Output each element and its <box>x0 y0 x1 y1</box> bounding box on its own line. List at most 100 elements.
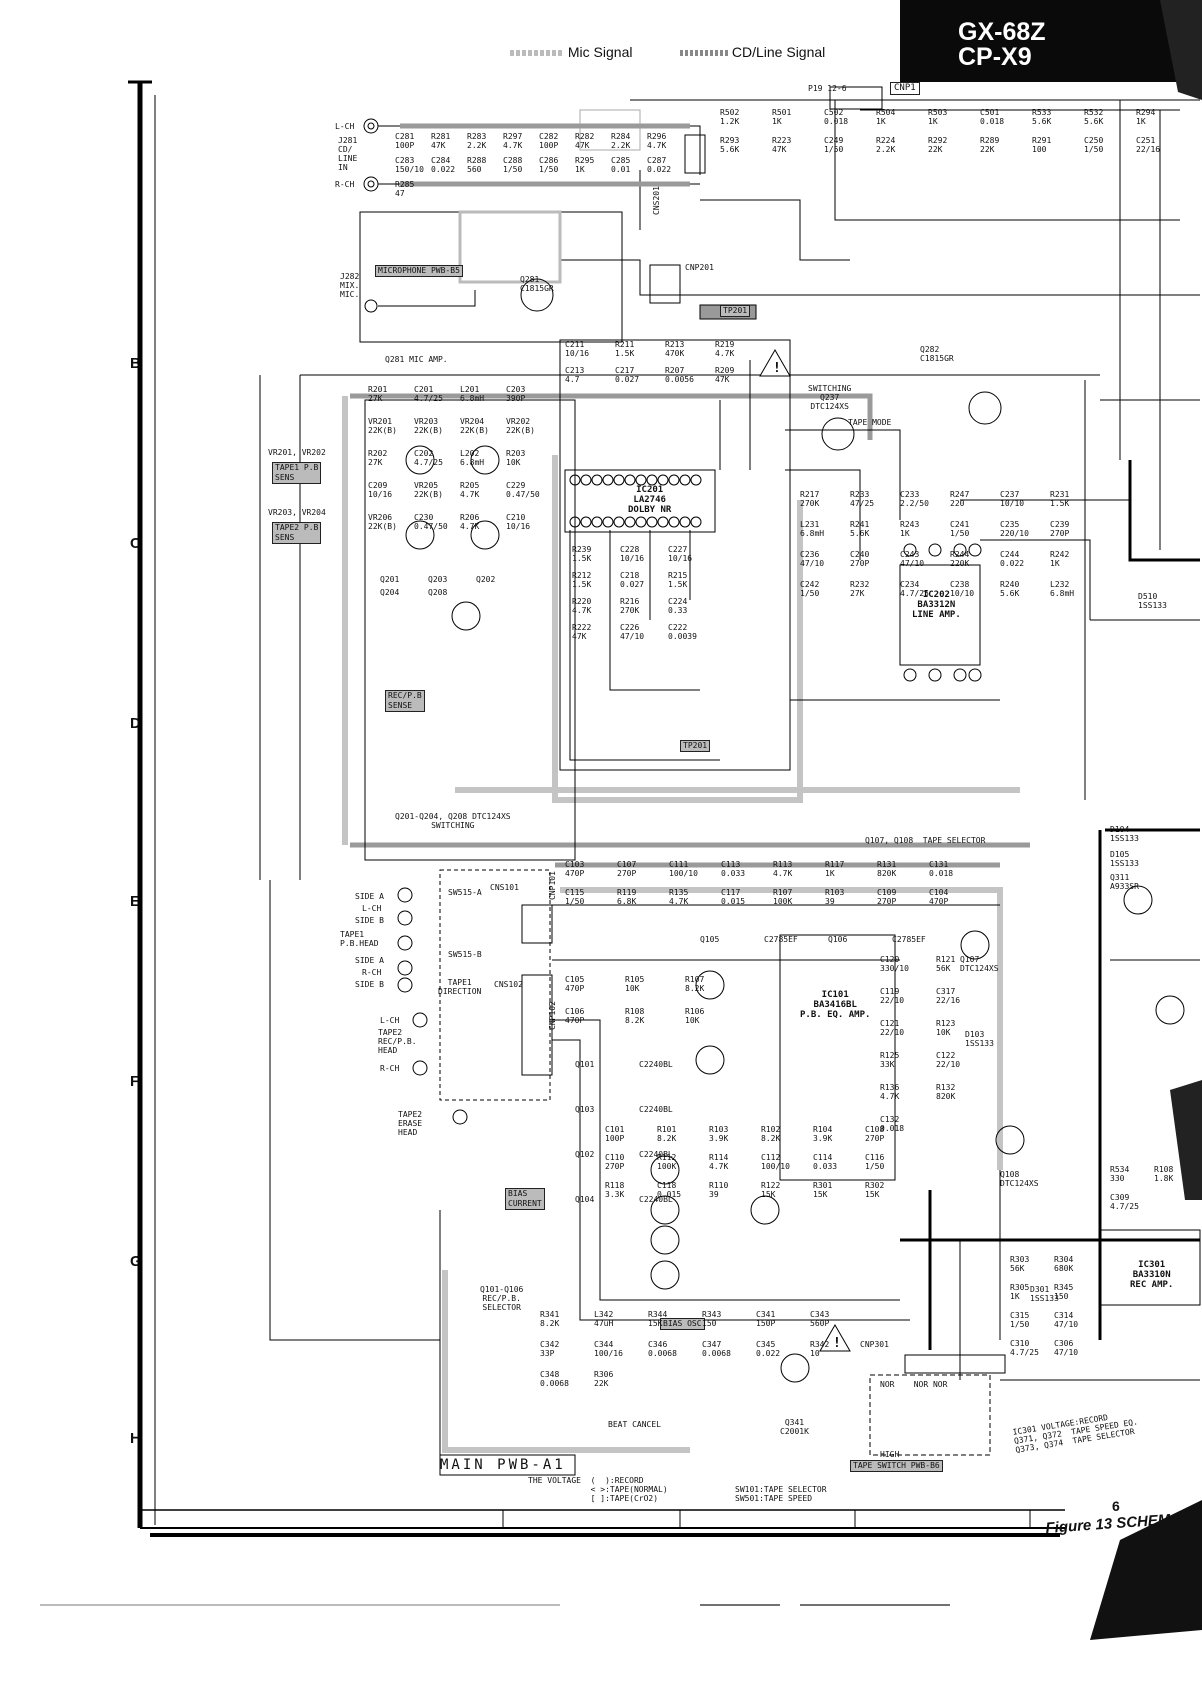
diode-label: 1SS133 <box>1030 1294 1059 1303</box>
switches-note: SW101:TAPE SELECTOR SW501:TAPE SPEED <box>735 1485 827 1503</box>
row-label-d: D <box>130 715 141 732</box>
component-value: C120 330/10 <box>880 955 909 973</box>
tape2-erase-head: TAPE2 ERASE HEAD <box>398 1110 423 1137</box>
component-value: C283 150/10 <box>395 156 424 174</box>
component-value: R284 2.2K <box>611 132 631 150</box>
transistor-label: C2240BL <box>639 1150 673 1159</box>
component-value: R135 4.7K <box>669 888 689 906</box>
component-value: C234 4.7/25 <box>900 580 929 598</box>
q237-label: SWITCHING Q237 DTC124XS <box>808 384 852 411</box>
component-value: R504 1K <box>876 108 896 126</box>
components-top-grid: C281 100P R281 47K R283 2.2K R297 4.7K C… <box>395 132 685 198</box>
component-value: R123 10K <box>936 1019 956 1037</box>
component-value: C345 0.022 <box>756 1340 781 1358</box>
component-value: R103 3.9K <box>709 1125 729 1143</box>
components-bottom-left-grid: C105 470P R105 10K R107 8.2K C106 470P R… <box>565 975 765 1025</box>
ic202-label: IC202 BA3312N LINE AMP. <box>912 590 961 620</box>
rec-pb-sense: REC/P.B SENSE <box>385 690 425 712</box>
connector-cns102: CNS102 <box>494 980 523 989</box>
component-value: C314 47/10 <box>1054 1311 1079 1329</box>
bias-osc-label: BIAS OSC <box>660 1318 705 1330</box>
component-value: R224 2.2K <box>876 136 896 154</box>
component-value: R343 150 <box>702 1310 722 1328</box>
diode-d105: D105 1SS133 <box>1110 850 1170 868</box>
transistor-label: C1815GR <box>520 284 554 293</box>
components-ic201-grid: R239 1.5K C228 10/16 C227 10/16 R212 1.5… <box>572 545 722 641</box>
component-value: C213 4.7 <box>565 366 585 384</box>
q201-q204-label: Q201-Q204, Q208 DTC124XS SWITCHING <box>395 812 511 830</box>
component-value: C203 390P <box>506 385 526 403</box>
component-value: R203 10K <box>506 449 526 467</box>
component-value: R122 15K <box>761 1181 781 1199</box>
component-value: C218 0.027 <box>620 571 645 589</box>
transistor-q107: Q107 DTC124XS <box>960 955 1020 973</box>
component-value: R247 220 <box>950 490 970 508</box>
component-value: R241 5.6K <box>850 520 870 538</box>
transistor-label: C1815GR <box>920 354 954 363</box>
tape-selector-label: Q107, Q108 TAPE SELECTOR <box>865 836 986 845</box>
component-value: R102 8.2K <box>761 1125 781 1143</box>
components-mid-left-grid: R201 27K C201 4.7/25 L201 6.8mH C203 390… <box>368 385 558 531</box>
component-value: R213 470K <box>665 340 685 358</box>
bias-current-label: BIAS CURRENT <box>505 1188 545 1210</box>
component-value: VR202 22K(B) <box>506 417 535 435</box>
test-point-tp201-top: TP201 <box>720 305 751 317</box>
diode-label: D104 <box>1110 825 1130 834</box>
component-value: C317 22/16 <box>936 987 961 1005</box>
component-value: R132 820K <box>936 1083 956 1101</box>
connector-cnp1: CNP1 <box>890 82 920 95</box>
component-value: R288 560 <box>467 156 487 174</box>
component-value: C341 150P <box>756 1310 776 1328</box>
tape-lch-2: L-CH <box>380 1016 400 1025</box>
component-value: C229 0.47/50 <box>506 481 540 499</box>
component-value: C202 4.7/25 <box>414 449 443 467</box>
component-value: R201 27K <box>368 385 388 403</box>
component-value: C112 100/10 <box>761 1153 790 1171</box>
mic-pwb-label: MICROPHONE PWB-B5 <box>375 265 463 277</box>
q281-label: Q281 MIC AMP. <box>385 355 448 364</box>
component-value: C306 47/10 <box>1054 1339 1079 1357</box>
transistor-q108: Q108 DTC124XS <box>1000 1170 1060 1188</box>
component-value: C281 100P <box>395 132 415 150</box>
diode-d104: D104 1SS133 <box>1110 825 1170 843</box>
component-value: R297 4.7K <box>503 132 523 150</box>
component-value: R295 1K <box>575 156 595 174</box>
component-value: C103 470P <box>565 860 585 878</box>
component-value: R222 47K <box>572 623 592 641</box>
component-value: C106 470P <box>565 1007 585 1025</box>
tape-rch-1: R-CH <box>362 968 382 977</box>
diode-d510: D510 1SS133 <box>1138 592 1198 610</box>
component-value: C104 470P <box>929 888 949 906</box>
vr-right-label: VR203, VR204 <box>268 508 326 517</box>
transistor-label: Q311 <box>1110 873 1130 882</box>
row-label-g: G <box>130 1253 142 1270</box>
component-value: VR201 22K(B) <box>368 417 397 435</box>
ic201-label: IC201 LA2746 DOLBY NR <box>628 485 672 515</box>
component-value: C502 0.018 <box>824 108 849 126</box>
component-value: R110 39 <box>709 1181 729 1199</box>
component-value: C209 10/16 <box>368 481 393 499</box>
transistor-label: C2240BL <box>639 1060 673 1069</box>
q341-label: Q341 C2001K <box>780 1418 809 1436</box>
component-value: C237 10/10 <box>1000 490 1025 508</box>
component-value: C217 0.027 <box>615 366 640 384</box>
row-label-f: F <box>130 1073 140 1090</box>
transistor-q281: Q281 C1815GR <box>520 275 590 293</box>
transistor-label: C2240BL <box>639 1105 673 1114</box>
component-value: R202 27K <box>368 449 388 467</box>
transistor-label: Q201 <box>380 575 400 584</box>
component-value: R341 8.2K <box>540 1310 560 1328</box>
diode-label: 1SS133 <box>1110 859 1139 868</box>
component-value: C226 47/10 <box>620 623 645 641</box>
transistor-label: Q202 <box>476 575 496 584</box>
components-far-right-grid: R534 330 R108 1.8K C309 4.7/25 <box>1110 1165 1200 1211</box>
switch-sw515a: SW515-A <box>448 888 482 897</box>
component-value: C121 22/10 <box>880 1019 905 1037</box>
diode-d103: D103 1SS133 <box>965 1030 1025 1048</box>
model-name-1: GX-68Z <box>958 18 1046 46</box>
svg-text:!: ! <box>773 361 781 376</box>
component-value: R107 100K <box>773 888 793 906</box>
component-value: R302 15K <box>865 1181 885 1199</box>
component-value: R106 10K <box>685 1007 705 1025</box>
